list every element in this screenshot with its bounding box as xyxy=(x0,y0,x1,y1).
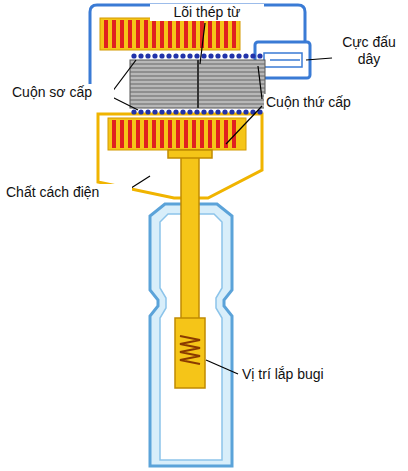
hv-stem xyxy=(181,150,199,322)
primary-winding xyxy=(131,53,262,114)
terminal-pin xyxy=(264,53,302,67)
part-label: Lõi thép từ xyxy=(150,4,264,21)
hv-stem-head xyxy=(168,150,212,158)
secondary-winding xyxy=(108,118,246,150)
winding-turns xyxy=(112,120,236,148)
winding-turns xyxy=(104,20,236,48)
part-label: Vị trí lắp bugi xyxy=(240,366,374,383)
core-laminations xyxy=(130,60,265,108)
part-label: Cực đấu dây xyxy=(334,34,404,68)
spring xyxy=(180,336,200,364)
part-label: Chất cách điện xyxy=(4,184,132,201)
terminal-pin xyxy=(270,59,300,61)
part-label: Cuộn thứ cấp xyxy=(264,94,380,111)
leader-lines xyxy=(112,23,332,374)
part-label: Cuộn sơ cấp xyxy=(10,84,114,101)
iron-core xyxy=(130,60,265,108)
secondary-winding xyxy=(100,18,240,50)
spring-holder xyxy=(175,318,205,388)
